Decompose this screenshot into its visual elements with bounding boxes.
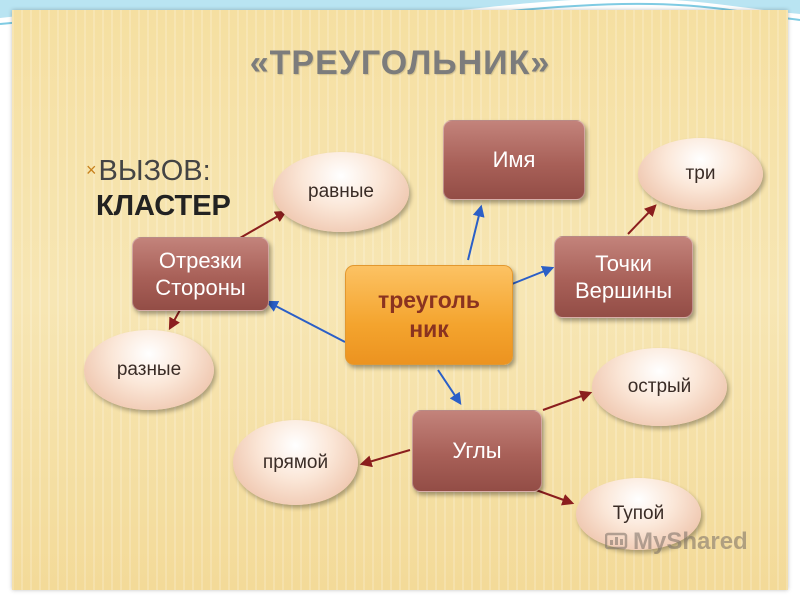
arrow-ugly-to-tupoi [535,489,575,506]
arrow-center-to-otrezki [265,300,346,343]
challenge-bullet: ×ВЫЗОВ: КЛАСТЕР [86,155,231,223]
slide-title: «ТРЕУГОЛЬНИК» [249,44,551,82]
node-imya: Имя [443,120,585,200]
bullet-marker-icon: × [86,160,97,180]
watermark-text: MyShared [633,528,748,555]
node-otrezki-line1: Отрезки [158,247,243,273]
arrow-otrezki-to-ravnye [239,210,288,239]
oval-raznye: разные [84,330,214,410]
oval-tri: три [638,138,763,210]
bullet-line1: ВЫЗОВ: [98,155,211,187]
arrow-ugly-to-ostryi [542,390,593,411]
node-tochki-vershiny: Точки Вершины [554,236,693,318]
arrow-otrezki-to-raznye [168,309,181,331]
arrow-tochki-to-tri [627,204,657,235]
node-tochki-line2: Вершины [574,278,673,303]
arrow-center-to-imya [467,204,485,261]
node-center-line1: треуголь [377,287,481,314]
node-center-line2: ник [409,316,449,342]
node-otrezki-storony: Отрезки Стороны [132,237,269,311]
oval-ostryi: острый [592,348,727,426]
node-otrezki-line2: Стороны [155,275,246,300]
oval-pryamoi: прямой [233,420,358,505]
node-ugly: Углы [412,410,542,492]
node-center-treugolnik: треуголь ник [345,265,513,365]
oval-ravnye: равные [273,152,409,232]
arrow-ugly-to-pryamoi [359,449,411,468]
node-tochki-line1: Точки [595,250,652,276]
bullet-line2: КЛАСТЕР [96,190,231,222]
watermark-logo-icon [605,532,628,550]
arrow-center-to-ugly [437,369,462,405]
watermark: MyShared [605,528,748,556]
oval-tupoi: Тупой [576,478,701,550]
arrow-center-to-tochki [511,265,555,285]
